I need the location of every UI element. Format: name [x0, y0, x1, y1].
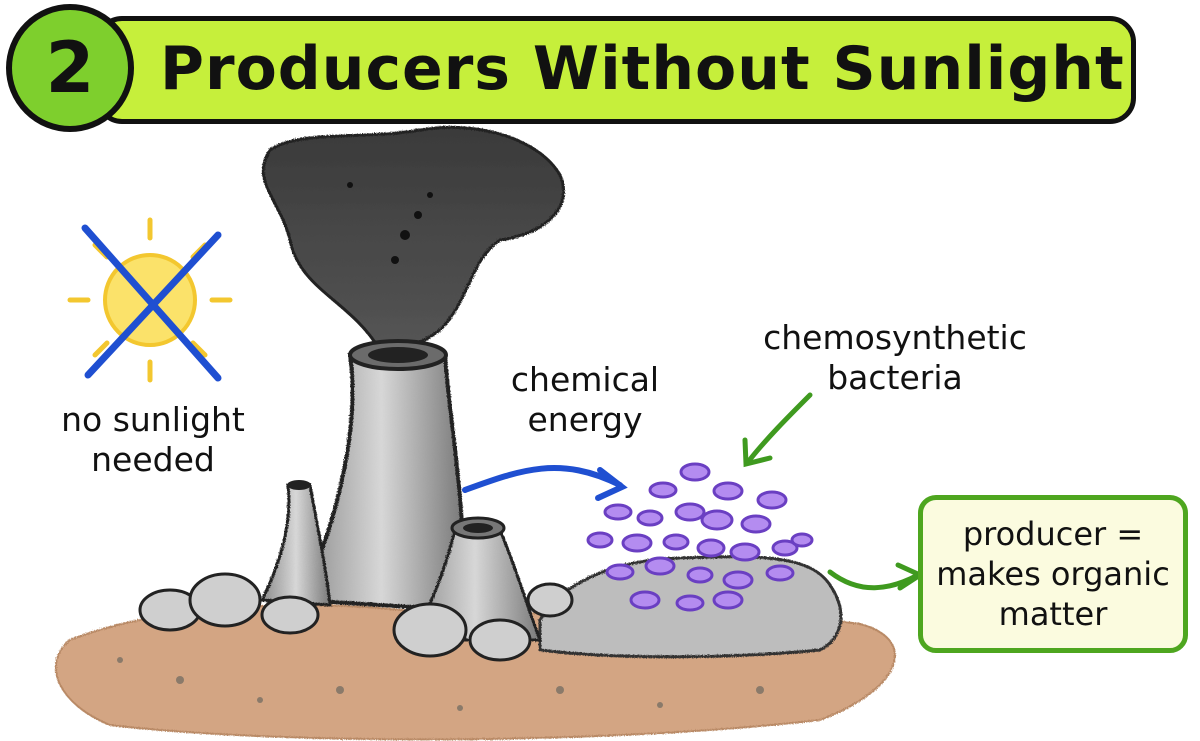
chemical-energy-arrow — [462, 465, 628, 501]
label-line: no sunlight — [61, 400, 245, 439]
hydrothermal-vent-icon — [259, 339, 543, 642]
cross-out-icon — [81, 224, 222, 382]
label-line: chemical — [510, 360, 660, 399]
bacteria-pointer-arrow — [742, 392, 813, 468]
bacteria-cluster-icon — [586, 462, 814, 612]
label-line: makes organic — [936, 555, 1170, 593]
label-line: needed — [91, 440, 215, 479]
page-title: Producers Without Sunlight — [160, 34, 1125, 104]
step-number-badge: 2 — [6, 4, 134, 132]
label-chemical-energy: chemical energy — [505, 360, 665, 440]
label-line: energy — [527, 400, 643, 439]
label-line: matter — [998, 595, 1108, 633]
label-no-sunlight: no sunlight needed — [48, 400, 258, 480]
label-line: bacteria — [827, 358, 963, 397]
boulders — [138, 572, 574, 662]
label-chemosynthetic-bacteria: chemosynthetic bacteria — [760, 318, 1030, 398]
title-band — [96, 16, 1136, 124]
producer-definition-box: producer = makes organic matter — [918, 495, 1188, 653]
label-line: producer = — [962, 515, 1144, 553]
black-smoke-plume — [261, 125, 566, 352]
label-line: chemosynthetic — [763, 318, 1027, 357]
step-number: 2 — [45, 27, 95, 109]
producer-pointer-arrow — [827, 562, 926, 591]
